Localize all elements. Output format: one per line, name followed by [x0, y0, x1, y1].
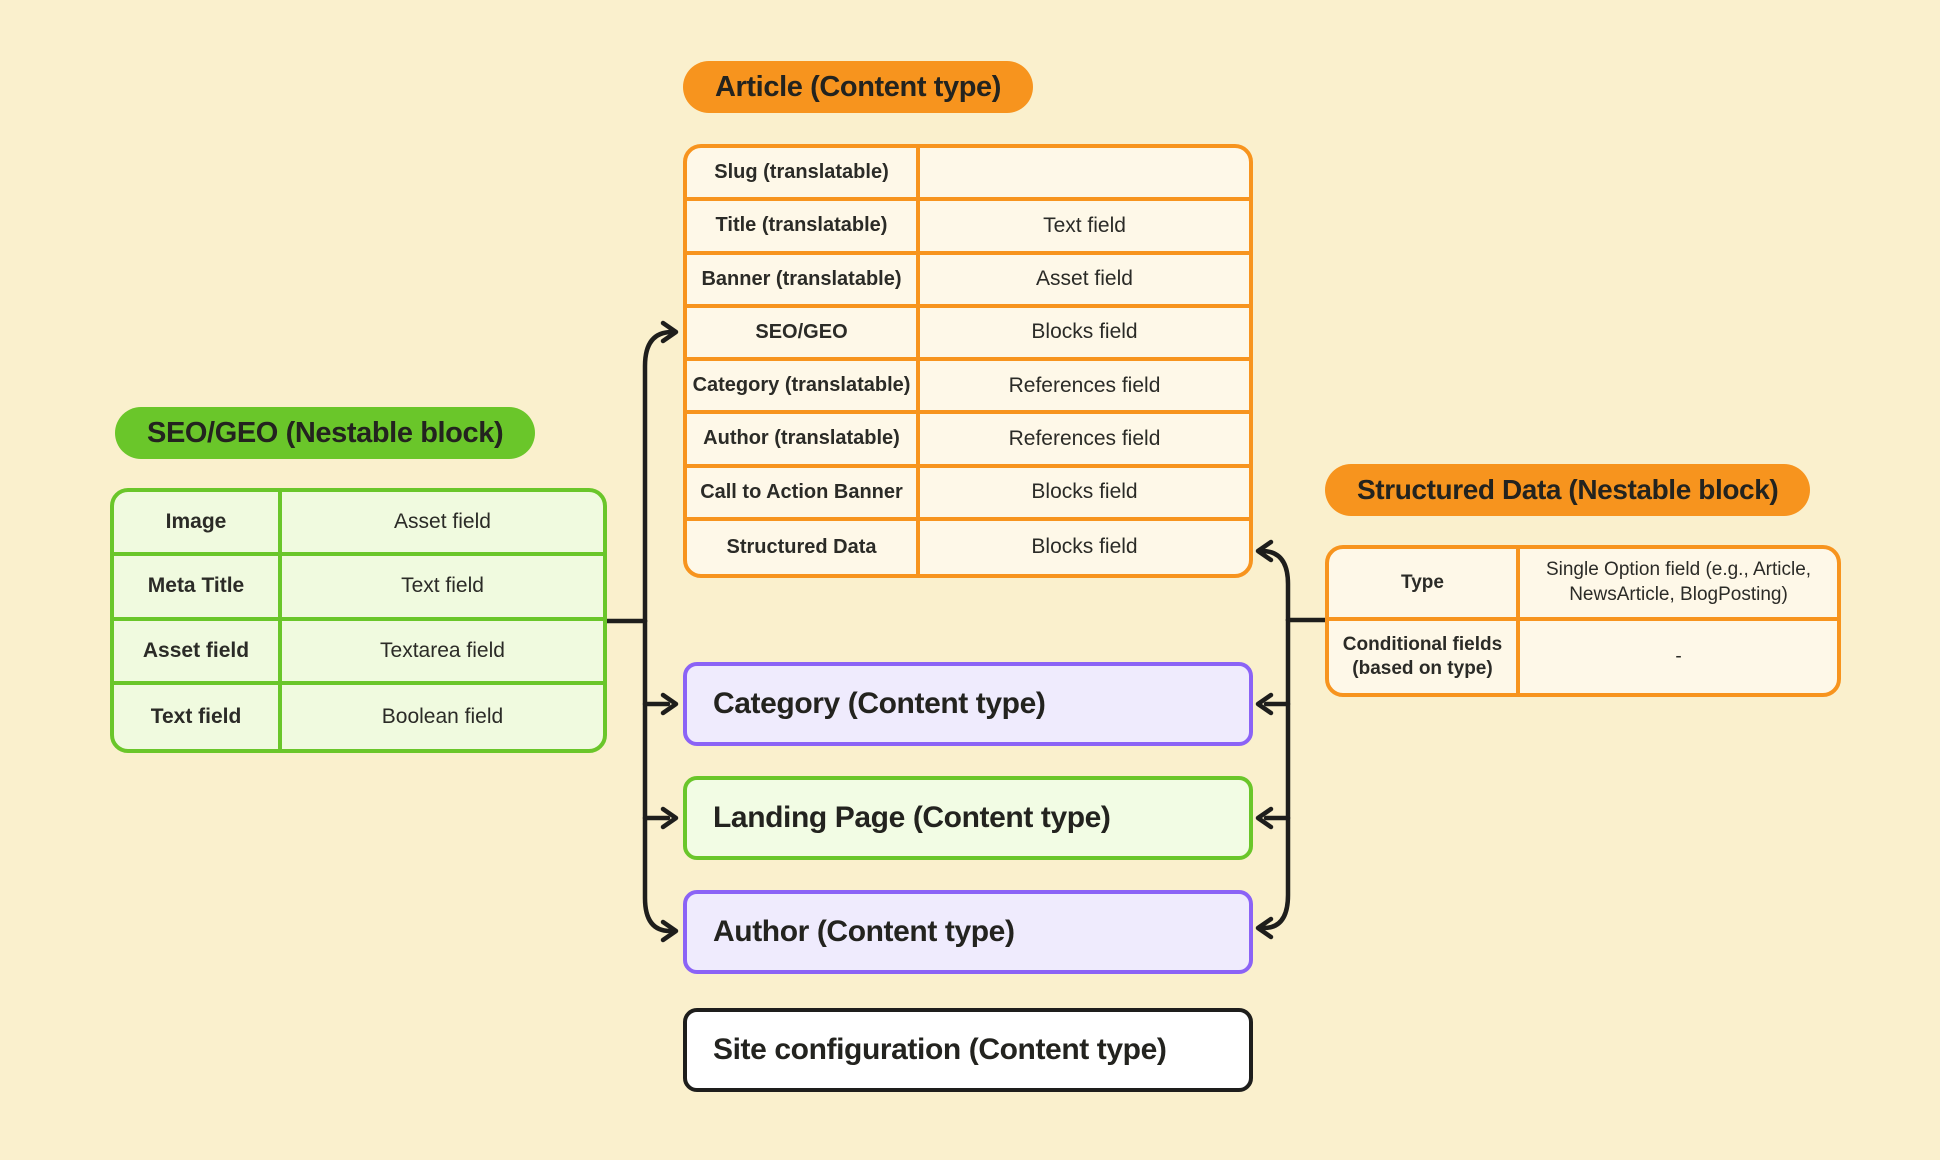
table-row: Author (translatable) References field: [687, 414, 1249, 468]
table-row: Text field Boolean field: [114, 684, 603, 749]
field-name-cell: Meta Title: [114, 556, 282, 617]
field-name-cell: Image: [114, 492, 282, 553]
seo-geo-pill-title: SEO/GEO (Nestable block): [115, 407, 536, 459]
table-row: SEO/GEO Blocks field: [687, 307, 1249, 361]
table-row: Image Asset field: [114, 492, 603, 557]
category-content-type-node: Category (Content type): [683, 662, 1253, 746]
field-type-cell: Text field: [401, 574, 484, 598]
field-name-cell: Slug (translatable): [687, 148, 920, 198]
field-type-cell: Blocks field: [1031, 535, 1138, 559]
field-type-cell: Blocks field: [1031, 480, 1138, 504]
table-row: Structured Data Blocks field: [687, 520, 1249, 574]
field-type-cell: References field: [1008, 373, 1161, 397]
field-type-cell: Asset field: [394, 510, 491, 534]
table-row: Slug (translatable): [687, 148, 1249, 202]
arrowhead-category-left: [660, 692, 679, 716]
table-row: Meta Title Text field: [114, 556, 603, 621]
arrowhead-article-sd-row: [1255, 539, 1274, 563]
field-type-cell: -: [1675, 645, 1682, 667]
table-row: Category (translatable) References field: [687, 361, 1249, 415]
landing-page-content-type-node: Landing Page (Content type): [683, 776, 1253, 860]
connector-up-to-article: [642, 329, 675, 624]
field-name-cell: Author (translatable): [687, 414, 920, 464]
connector-seo-geo-tree: [603, 320, 679, 943]
arrowhead-author-right: [1255, 916, 1274, 940]
arrowhead-article-seo-row: [660, 320, 679, 344]
connector-up-to-article-right: [1259, 548, 1291, 623]
field-type-cell: Text field: [1043, 213, 1126, 237]
connector-structured-data-tree: [1255, 539, 1328, 940]
field-name-cell: Type: [1329, 549, 1520, 617]
field-name-cell: Banner (translatable): [687, 254, 920, 304]
table-row: Type Single Option field (e.g., Article,…: [1329, 549, 1837, 621]
field-type-cell: Single Option field (e.g., Article, News…: [1545, 559, 1812, 605]
field-name-cell: Conditional fields (based on type): [1329, 621, 1520, 693]
field-name-cell: Asset field: [114, 620, 282, 681]
article-pill-title: Article (Content type): [683, 61, 1034, 113]
field-name-cell: SEO/GEO: [687, 307, 920, 357]
field-type-cell: Textarea field: [380, 638, 505, 662]
connector-down-to-author-left: [642, 618, 673, 934]
article-table: Slug (translatable) Title (translatable)…: [683, 144, 1253, 578]
table-row: Asset field Textarea field: [114, 620, 603, 685]
structured-data-pill-title: Structured Data (Nestable block): [1325, 464, 1811, 516]
field-name-cell: Text field: [114, 684, 282, 749]
arrowhead-landing-right: [1255, 806, 1274, 830]
field-type-cell: [920, 148, 1249, 197]
field-type-cell: Blocks field: [1031, 320, 1138, 344]
field-name-cell: Structured Data: [687, 520, 920, 574]
field-name-cell: Call to Action Banner: [687, 467, 920, 517]
site-configuration-content-type-node: Site configuration (Content type): [683, 1008, 1253, 1092]
field-type-cell: References field: [1008, 426, 1161, 450]
table-row: Banner (translatable) Asset field: [687, 254, 1249, 308]
table-row: Conditional fields (based on type) -: [1329, 621, 1837, 693]
arrowhead-category-right: [1255, 692, 1274, 716]
arrowhead-author-left: [660, 919, 679, 943]
arrowhead-landing-left: [660, 806, 679, 830]
table-row: Call to Action Banner Blocks field: [687, 467, 1249, 521]
field-type-cell: Boolean field: [381, 704, 504, 728]
seo-geo-table: Image Asset field Meta Title Text field …: [110, 488, 607, 753]
field-name-cell: Title (translatable): [687, 201, 920, 251]
table-row: Title (translatable) Text field: [687, 201, 1249, 255]
connector-down-to-author-right: [1261, 617, 1291, 931]
field-name-cell: Category (translatable): [687, 361, 920, 411]
field-type-cell: Asset field: [1036, 267, 1133, 291]
author-content-type-node: Author (Content type): [683, 890, 1253, 974]
structured-data-table: Type Single Option field (e.g., Article,…: [1325, 545, 1841, 697]
